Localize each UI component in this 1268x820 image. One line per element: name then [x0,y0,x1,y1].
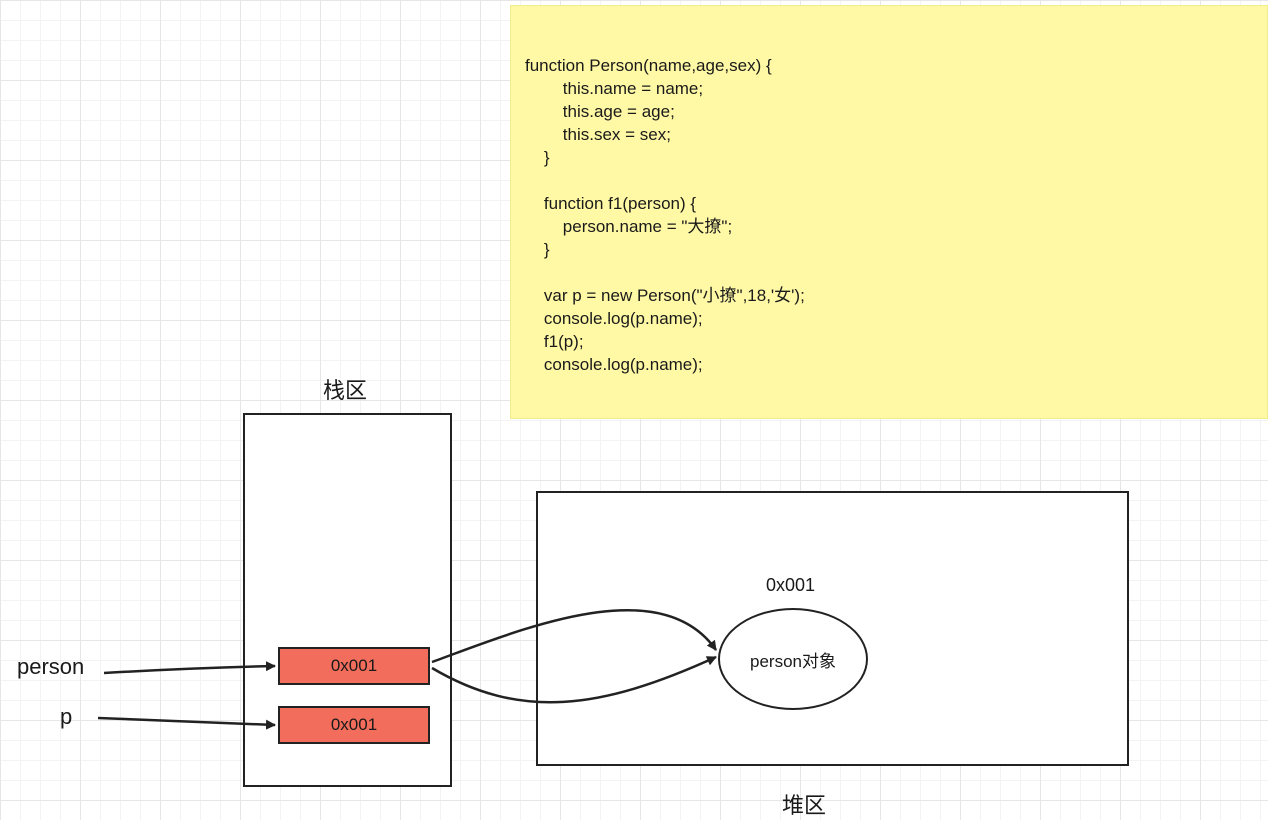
heap-object-address: 0x001 [766,575,816,595]
stack-cell-person: 0x001 [278,647,430,685]
variable-person-label: person [17,654,85,679]
variable-p-label: p [60,704,73,729]
heap-title: 堆区 [782,793,827,818]
stack-cell-p: 0x001 [278,706,430,744]
heap-object: person对象 [718,608,868,710]
code-note: function Person(name,age,sex) { this.nam… [510,5,1268,419]
heap-object-label: person对象 [750,651,836,671]
code-text: function Person(name,age,sex) { this.nam… [525,56,805,374]
stack-title: 栈区 [323,378,368,403]
